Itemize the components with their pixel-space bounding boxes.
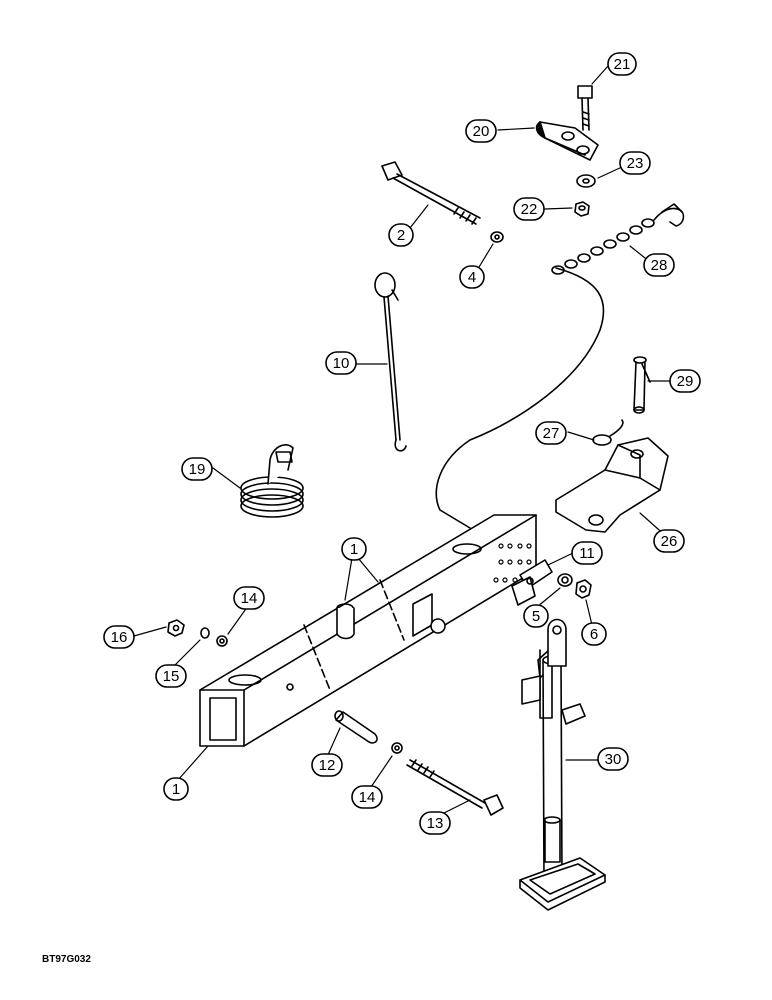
svg-text:6: 6 — [590, 626, 598, 643]
callout-1-lower: 1 — [163, 777, 189, 801]
clevis-20 — [535, 121, 599, 161]
sleeve-12 — [334, 710, 378, 744]
coiled-hose-19 — [240, 444, 304, 518]
washer-14-lower — [391, 742, 403, 754]
svg-text:14: 14 — [241, 590, 258, 607]
callout-6: 6 — [581, 622, 607, 646]
callout-26: 26 — [653, 529, 685, 553]
svg-text:19: 19 — [189, 461, 206, 478]
washer-23 — [576, 174, 596, 188]
bolt-2 — [381, 161, 481, 225]
bracket-11 — [511, 559, 553, 606]
bolt-13 — [406, 759, 504, 816]
svg-text:20: 20 — [473, 123, 490, 140]
washer-14-upper — [216, 635, 228, 647]
svg-text:30: 30 — [605, 751, 622, 768]
lock-washer-15 — [200, 627, 210, 639]
jack-stand-30 — [519, 618, 606, 911]
callout-10: 10 — [325, 351, 357, 375]
svg-text:29: 29 — [677, 373, 694, 390]
svg-text:14: 14 — [359, 789, 376, 806]
callout-27: 27 — [535, 421, 567, 445]
svg-text:4: 4 — [468, 269, 476, 286]
callout-15: 15 — [155, 664, 187, 688]
svg-text:13: 13 — [427, 815, 444, 832]
figure-code: BT97G032 — [42, 954, 91, 965]
svg-text:15: 15 — [163, 668, 180, 685]
callout-30: 30 — [597, 747, 629, 771]
svg-text:27: 27 — [543, 425, 560, 442]
callout-20: 20 — [465, 119, 497, 143]
svg-text:12: 12 — [319, 757, 336, 774]
svg-text:21: 21 — [614, 56, 631, 73]
hitch-clevis-26 — [555, 437, 669, 533]
callout-14-lower: 14 — [351, 785, 383, 809]
svg-text:26: 26 — [661, 533, 678, 550]
callout-2: 2 — [388, 223, 414, 247]
callout-21: 21 — [607, 52, 637, 76]
drawbar-tube-1 — [199, 514, 537, 747]
nut-6 — [575, 579, 592, 599]
callout-28: 28 — [643, 253, 675, 277]
leader-lines — [133, 65, 682, 817]
callout-14-upper: 14 — [233, 586, 265, 610]
callout-5: 5 — [523, 604, 549, 628]
washer-5 — [557, 573, 573, 587]
safety-chain-28 — [435, 203, 685, 529]
svg-text:2: 2 — [397, 227, 405, 244]
callout-22: 22 — [513, 197, 545, 221]
callout-19: 19 — [181, 457, 213, 481]
svg-text:10: 10 — [333, 355, 350, 372]
svg-text:22: 22 — [521, 201, 538, 218]
svg-text:28: 28 — [651, 257, 668, 274]
svg-text:5: 5 — [532, 608, 540, 625]
svg-text:23: 23 — [627, 155, 644, 172]
callout-12: 12 — [311, 753, 343, 777]
svg-text:16: 16 — [111, 629, 128, 646]
callout-23: 23 — [619, 151, 651, 175]
callout-1-upper: 1 — [341, 537, 367, 561]
bolt-21 — [577, 85, 593, 131]
nut-22 — [574, 201, 590, 217]
callout-29: 29 — [669, 369, 701, 393]
pin-10 — [374, 272, 407, 452]
callout-11: 11 — [571, 541, 603, 565]
svg-text:11: 11 — [579, 545, 595, 562]
callout-16: 16 — [103, 625, 135, 649]
nut-16 — [167, 619, 185, 637]
callout-4: 4 — [459, 265, 485, 289]
washer-4 — [490, 231, 504, 243]
svg-text:1: 1 — [350, 541, 358, 558]
hitch-pin-29 — [633, 356, 651, 414]
spring-clip-27 — [592, 419, 624, 446]
callout-13: 13 — [419, 811, 451, 835]
svg-text:1: 1 — [172, 781, 180, 798]
